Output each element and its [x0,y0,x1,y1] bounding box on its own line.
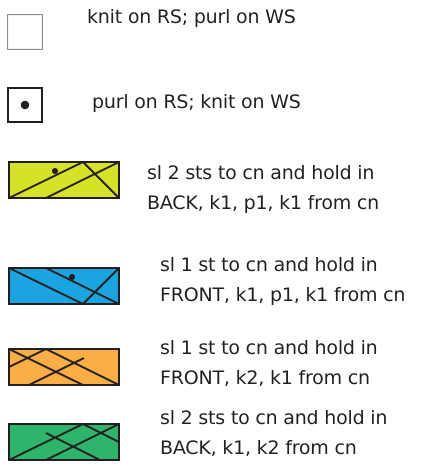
legend-description: sl 1 st to cn and hold in FRONT, k1, p1,… [160,250,405,310]
legend-row-cable-lime: sl 2 sts to cn and hold in BACK, k1, p1,… [0,150,424,230]
legend-text-line: sl 2 sts to cn and hold in [160,407,388,429]
legend-text-line: sl 1 st to cn and hold in [160,337,378,359]
legend-row-cable-orange: sl 1 st to cn and hold in FRONT, k2, k1 … [0,333,424,403]
legend-text-line: FRONT, k2, k1 from cn [160,367,370,389]
legend-row-purl: purl on RS; knit on WS [0,80,424,140]
legend-description: sl 1 st to cn and hold in FRONT, k2, k1 … [160,333,378,393]
cable-left-purl-icon [8,267,120,305]
cable-left-cross-icon [8,348,120,386]
legend-row-knit: knit on RS; purl on WS [0,0,424,70]
legend-text-line: BACK, k1, k2 from cn [160,437,357,459]
legend-text-line: FRONT, k1, p1, k1 from cn [160,284,406,306]
empty-square-icon [7,14,43,50]
legend-description: knit on RS; purl on WS [87,2,296,32]
legend-description: sl 2 sts to cn and hold in BACK, k1, p1,… [147,158,379,218]
legend-text-line: knit on RS; purl on WS [87,6,296,28]
legend-text-line: sl 1 st to cn and hold in [160,254,378,276]
legend-description: purl on RS; knit on WS [92,87,301,117]
legend-text-line: purl on RS; knit on WS [92,91,301,113]
legend-row-cable-green: sl 2 sts to cn and hold in BACK, k1, k2 … [0,403,424,466]
cable-right-cross-icon [8,423,120,461]
legend-row-cable-blue: sl 1 st to cn and hold in FRONT, k1, p1,… [0,245,424,320]
cable-right-purl-icon [8,161,120,199]
legend-text-line: sl 2 sts to cn and hold in [147,162,375,184]
legend-description: sl 2 sts to cn and hold in BACK, k1, k2 … [160,403,387,463]
dot-square-icon [7,87,43,123]
legend-text-line: BACK, k1, p1, k1 from cn [147,192,379,214]
